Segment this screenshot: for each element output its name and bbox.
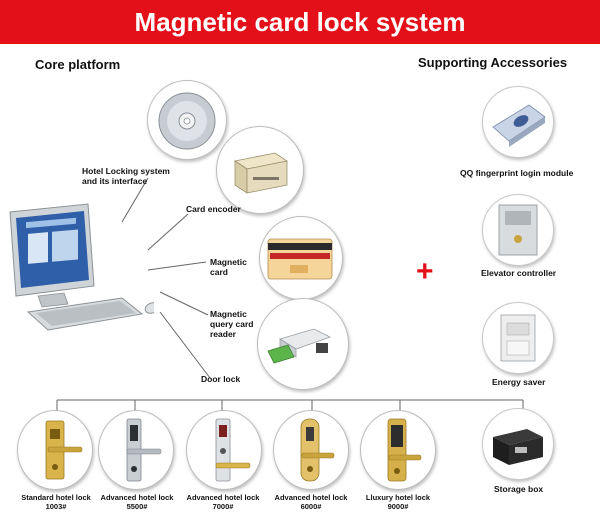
lock-label-2: Advanced hotel lock 5500#	[92, 493, 182, 511]
accessory-circle-3	[482, 302, 554, 374]
storage-box-icon	[493, 429, 543, 465]
supporting-accessories-heading: Supporting Accessories	[418, 55, 568, 70]
lock-circle-5	[360, 410, 436, 490]
door-lock-icon	[45, 420, 83, 480]
lock-label-5: Lluxury hotel lock 9000#	[355, 493, 441, 511]
door-lock-icon	[126, 418, 162, 482]
accessory-circle-1	[482, 86, 554, 158]
core-platform-heading: Core platform	[35, 57, 121, 72]
fingerprint-module-icon	[492, 104, 546, 147]
page-title-banner: Magnetic card lock system	[0, 0, 600, 44]
cd-disc-icon	[158, 92, 216, 150]
lock-circle-4	[273, 410, 349, 490]
energy-saver-icon	[500, 314, 536, 362]
reader-label: Magnetic query card reader	[210, 309, 254, 339]
encoder-label: Card encoder	[186, 204, 241, 214]
page-title: Magnetic card lock system	[134, 7, 466, 37]
door-lock-icon	[387, 418, 422, 482]
lock-model: 7000#	[212, 502, 234, 511]
plus-sign: +	[416, 255, 434, 288]
lock-circle-1	[17, 410, 93, 490]
software-label: Hotel Locking system and its interface	[82, 166, 170, 186]
computer	[4, 200, 154, 340]
accessory-label-2: Elevator controller	[481, 268, 557, 278]
lock-label-3: Advanced hotel lock 7000#	[178, 493, 268, 511]
lock-circle-2	[98, 410, 174, 490]
card-circle	[259, 216, 343, 300]
door-lock-label: Door lock	[201, 374, 241, 384]
accessory-label-3: Energy saver	[492, 377, 546, 387]
reader-circle	[257, 298, 349, 390]
lock-model: 5500#	[126, 502, 148, 511]
door-lock-icon	[300, 418, 335, 482]
accessory-circle-2	[482, 194, 554, 266]
door-lock-icon	[215, 418, 251, 482]
lock-name: Lluxury hotel lock	[365, 493, 431, 502]
lock-circle-3	[186, 410, 262, 490]
lock-model: 9000#	[387, 502, 409, 511]
lock-model: 6000#	[300, 502, 322, 511]
accessory-label-4: Storage box	[494, 484, 544, 494]
lock-name: Advanced hotel lock	[100, 493, 174, 502]
card-encoder-icon	[233, 152, 289, 194]
lock-model: 1003#	[45, 502, 67, 511]
lock-label-1: Standard hotel lock 1003#	[8, 493, 104, 511]
elevator-controller-icon	[498, 204, 538, 256]
lock-name: Advanced hotel lock	[274, 493, 348, 502]
card-label: Magnetic card	[210, 257, 247, 277]
encoder-circle	[216, 126, 304, 214]
lock-name: Standard hotel lock	[21, 493, 91, 502]
magnetic-card-icon	[267, 238, 333, 280]
accessory-label-1: QQ fingerprint login module	[460, 168, 574, 178]
software-circle	[147, 80, 227, 160]
card-reader-icon	[267, 328, 332, 364]
lock-name: Advanced hotel lock	[186, 493, 260, 502]
computer-icon	[9, 203, 154, 331]
accessory-circle-4	[482, 408, 554, 480]
lock-label-4: Advanced hotel lock 6000#	[266, 493, 356, 511]
